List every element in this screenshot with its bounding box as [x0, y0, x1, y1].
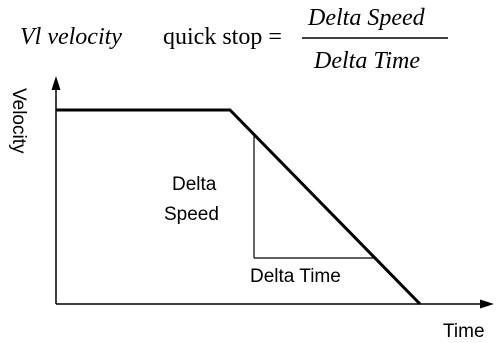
delta-speed-label-line2: Speed	[164, 204, 219, 225]
formula: Vl velocity quick stop = Delta Speed Del…	[20, 5, 448, 74]
x-axis-arrow	[480, 299, 494, 309]
formula-lhs-plain: quick stop =	[163, 24, 282, 50]
delta-time-label: Delta Time	[250, 266, 341, 287]
x-axis-label: Time	[443, 321, 485, 342]
formula-denominator: Delta Time	[313, 48, 420, 74]
delta-speed-label-line1: Delta	[172, 174, 217, 195]
y-axis-arrow	[51, 76, 61, 90]
axes	[51, 76, 494, 309]
formula-lhs-italic: Vl velocity	[20, 24, 122, 50]
y-axis-label: Velocity	[8, 88, 29, 154]
formula-numerator: Delta Speed	[307, 5, 426, 31]
velocity-profile-line	[56, 108, 422, 306]
